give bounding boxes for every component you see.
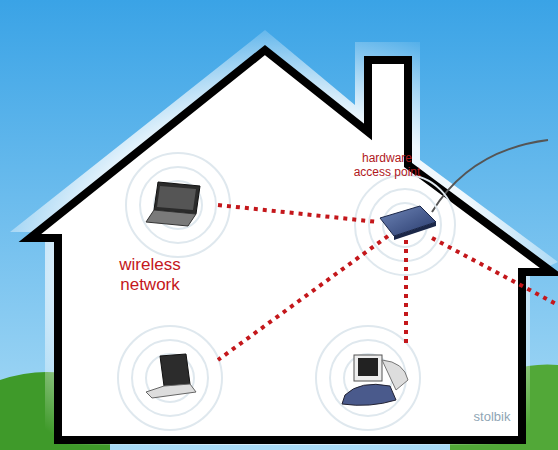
wireless-links <box>218 205 558 360</box>
device-node: hardware access point <box>352 152 422 180</box>
network-label: wireless network <box>95 255 205 294</box>
watermark: stolbik <box>457 410 527 425</box>
house-glow <box>10 30 558 445</box>
house-outline <box>30 50 552 440</box>
access-point-icon <box>394 222 436 240</box>
laptop-icon <box>146 354 196 398</box>
laptop-icon <box>146 182 200 226</box>
node-label: hardware access point <box>352 152 422 180</box>
desktop-icon <box>342 355 408 405</box>
